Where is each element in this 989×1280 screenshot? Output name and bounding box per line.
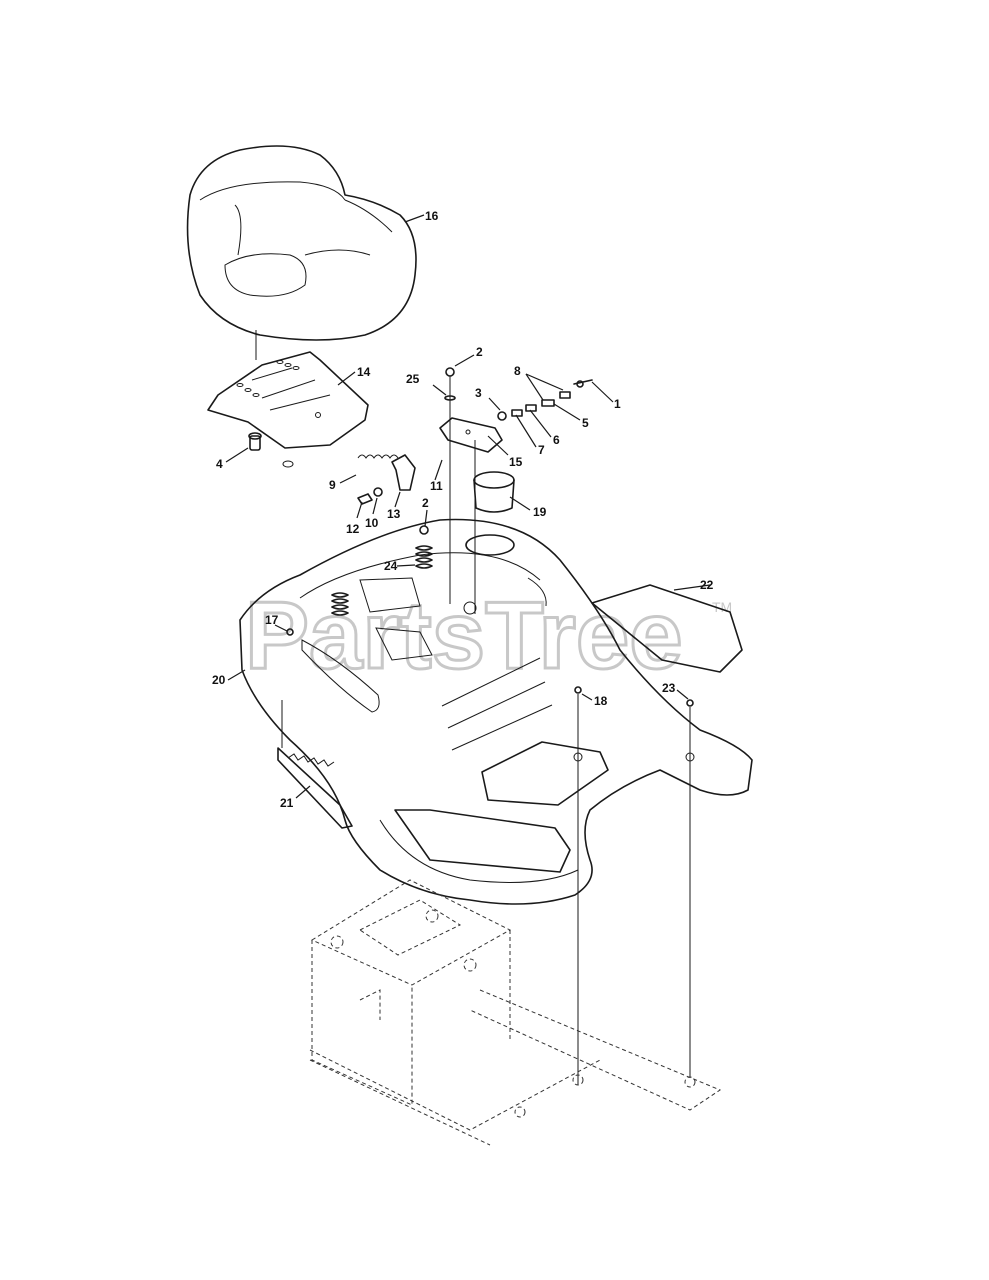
screw-part-18 [574,686,582,694]
screw-part-23 [686,699,694,707]
floor-plate [481,741,609,806]
spring-part-24 [415,525,433,569]
pin-part-7 [511,409,523,417]
clip-part-5 [541,399,555,407]
callout-8: 8 [514,364,521,378]
callout-3: 3 [475,386,482,400]
callout-7: 7 [538,443,545,457]
nut-part-2-top [445,367,455,377]
callout-22: 22 [700,578,714,592]
seat-part-16 [186,145,417,360]
seat-rack-part-21 [277,747,353,829]
clip-part-8 [559,391,571,399]
watermark-text: PartsTree [245,582,683,689]
floorboard [394,809,571,873]
watermark: PartsTree TM [244,581,733,691]
cup-holder-part-19 [465,471,515,556]
callout-15: 15 [509,455,523,469]
cover-part-22 [591,584,743,673]
nut-part-3 [497,411,507,421]
callout-24: 24 [384,559,398,573]
seat-pan-slots [236,360,300,397]
callout-20: 20 [212,673,226,687]
callout-1: 1 [614,397,621,411]
spring-part-9 [357,454,399,459]
lever-part-13 [391,454,416,491]
callout-17: 17 [265,613,279,627]
callout-19: 19 [533,505,547,519]
nut-part-2 [419,525,429,535]
hardware-cluster [497,379,593,421]
callout-10: 10 [365,516,379,530]
spring-left [331,592,349,616]
callout-6: 6 [553,433,560,447]
bolt-part-12 [357,493,373,505]
washer [282,460,294,468]
bracket-part-15 [439,417,503,453]
callout-21: 21 [280,796,294,810]
callout-16: 16 [425,209,439,223]
callout-labels: 16 14 2 25 3 8 1 5 6 7 15 4 9 11 12 10 1… [212,209,714,810]
seat-pan-part-14 [207,351,369,449]
tractor-frame [309,879,722,1146]
leader-lines [225,214,711,799]
callout-12: 12 [346,522,360,536]
callout-25: 25 [406,372,420,386]
callout-2-top: 2 [476,345,483,359]
callout-5: 5 [582,416,589,430]
callout-2: 2 [422,496,429,510]
callout-23: 23 [662,681,676,695]
callout-18: 18 [594,694,608,708]
callout-4: 4 [216,457,223,471]
callout-13: 13 [387,507,401,521]
callout-11: 11 [430,479,443,493]
knob-part-4 [248,432,262,451]
nut-part-10 [373,487,383,497]
callout-9: 9 [329,478,336,492]
pin-part-6 [525,404,537,412]
fender-body-part-20 [239,518,753,905]
screw-part-17 [286,628,294,636]
callout-14: 14 [357,365,371,379]
